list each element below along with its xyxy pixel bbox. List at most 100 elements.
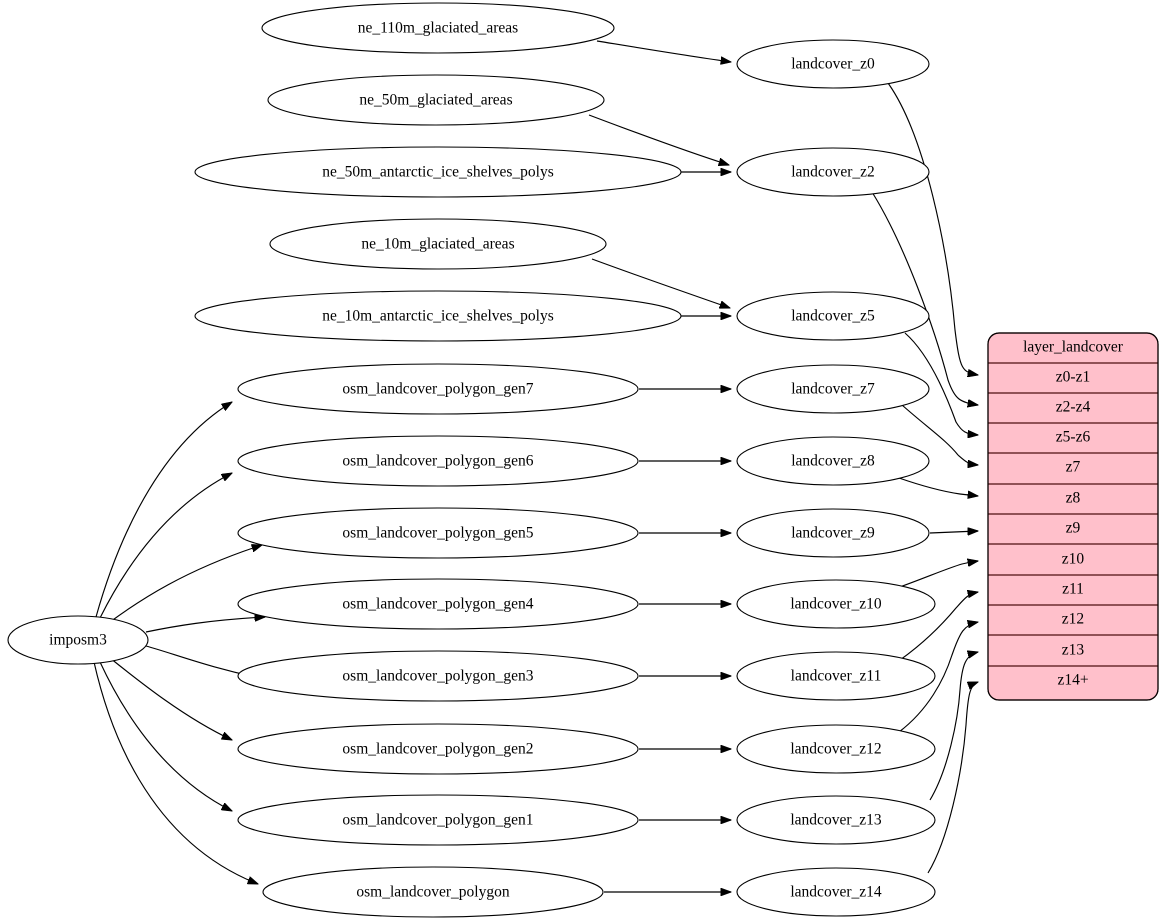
table-row-z13[interactable]: z13 xyxy=(988,642,1158,667)
table-row-label: z12 xyxy=(1062,611,1084,628)
node-ne_110m_glaciated_areas[interactable]: ne_110m_glaciated_areas xyxy=(261,2,615,54)
table-row-z10[interactable]: z10 xyxy=(988,551,1158,576)
edge-z14-row-z14plus xyxy=(927,681,978,874)
edges-landcover-to-table xyxy=(871,82,978,874)
table-row-z12[interactable]: z12 xyxy=(988,611,1158,636)
node-osm_landcover_polygon_gen3[interactable]: osm_landcover_polygon_gen3 xyxy=(237,650,639,702)
table-row-z14plus[interactable]: z14+ xyxy=(1057,672,1088,689)
node-label: osm_landcover_polygon_gen3 xyxy=(342,668,533,685)
node-landcover_z13[interactable]: landcover_z13 xyxy=(736,795,936,845)
node-label: osm_landcover_polygon_gen1 xyxy=(342,812,533,829)
node-label: imposm3 xyxy=(49,632,107,649)
table-row-z9[interactable]: z9 xyxy=(988,520,1158,545)
node-osm_landcover_polygon_gen5[interactable]: osm_landcover_polygon_gen5 xyxy=(237,507,639,559)
node-label: ne_50m_antarctic_ice_shelves_polys xyxy=(322,164,554,181)
edge-imposm3-gen2 xyxy=(109,657,232,740)
node-label: osm_landcover_polygon_gen6 xyxy=(342,453,533,470)
edge-ne110m-z0 xyxy=(596,40,731,62)
table-row-header[interactable]: layer_landcover xyxy=(988,339,1158,364)
node-landcover_z8[interactable]: landcover_z8 xyxy=(736,436,930,486)
edge-z11-row-z11 xyxy=(899,592,978,661)
node-label: ne_10m_glaciated_areas xyxy=(361,236,514,253)
node-label: landcover_z10 xyxy=(790,596,881,613)
table-row-label: z11 xyxy=(1062,581,1084,598)
table-row-z5-z6[interactable]: z5-z6 xyxy=(988,429,1158,454)
table-row-z0-z1[interactable]: z0-z1 xyxy=(988,369,1158,394)
node-osm_landcover_polygon_gen2[interactable]: osm_landcover_polygon_gen2 xyxy=(237,723,639,775)
edge-z10-row-z10 xyxy=(896,561,978,589)
table-row-z11[interactable]: z11 xyxy=(988,581,1158,606)
node-landcover_z11[interactable]: landcover_z11 xyxy=(736,651,936,701)
node-osm_landcover_polygon[interactable]: osm_landcover_polygon xyxy=(262,866,604,918)
table-border xyxy=(987,332,1159,701)
table-row-label: z7 xyxy=(1066,459,1081,476)
node-label: osm_landcover_polygon_gen2 xyxy=(342,741,533,758)
node-label: landcover_z9 xyxy=(791,525,875,542)
node-label: landcover_z8 xyxy=(791,453,875,470)
edge-imposm3-gen7 xyxy=(95,402,232,618)
node-osm_landcover_polygon_gen4[interactable]: osm_landcover_polygon_gen4 xyxy=(237,578,639,630)
node-label: ne_110m_glaciated_areas xyxy=(358,20,518,37)
node-landcover_z10[interactable]: landcover_z10 xyxy=(736,579,936,629)
node-ne_50m_glaciated_areas[interactable]: ne_50m_glaciated_areas xyxy=(267,74,605,126)
node-osm_landcover_polygon_gen6[interactable]: osm_landcover_polygon_gen6 xyxy=(237,435,639,487)
table-row-label: z9 xyxy=(1066,520,1081,537)
edge-z9-row-z9 xyxy=(929,531,978,533)
node-label: landcover_z14 xyxy=(790,884,881,901)
node-label: landcover_z7 xyxy=(791,381,875,398)
node-label: osm_landcover_polygon_gen7 xyxy=(342,381,533,398)
node-landcover_z14[interactable]: landcover_z14 xyxy=(736,867,936,917)
node-landcover_z7[interactable]: landcover_z7 xyxy=(736,364,930,414)
node-landcover_z2[interactable]: landcover_z2 xyxy=(736,147,930,197)
node-label: landcover_z0 xyxy=(791,56,875,73)
edge-imposm3-gen6 xyxy=(99,473,232,619)
layer-landcover-table[interactable]: layer_landcover z0-z1 z2-z4 z5-z6 z7 z8 xyxy=(987,332,1159,701)
table-row-z2-z4[interactable]: z2-z4 xyxy=(988,399,1158,424)
edge-imposm3-gen4 xyxy=(145,617,265,633)
node-label: ne_10m_antarctic_ice_shelves_polys xyxy=(322,308,554,325)
edge-imposm3-polygon xyxy=(93,661,258,884)
edges-source-to-landcover xyxy=(588,40,731,892)
node-landcover_z12[interactable]: landcover_z12 xyxy=(736,724,936,774)
edge-imposm3-gen5 xyxy=(109,545,262,623)
table-row-label: z10 xyxy=(1062,551,1085,568)
node-osm_landcover_polygon_gen1[interactable]: osm_landcover_polygon_gen1 xyxy=(237,794,639,846)
node-landcover_z5[interactable]: landcover_z5 xyxy=(736,291,930,341)
edge-z8-row-z8 xyxy=(898,477,978,496)
edge-z2-row-z2z4 xyxy=(871,191,978,405)
edge-z7-row-z7 xyxy=(901,404,978,465)
node-label: osm_landcover_polygon_gen4 xyxy=(342,596,533,613)
table-row-label: z2-z4 xyxy=(1056,399,1091,416)
node-label: landcover_z5 xyxy=(791,308,875,325)
edge-ne10m-glaciated-z5 xyxy=(591,258,730,308)
node-landcover_z9[interactable]: landcover_z9 xyxy=(736,508,930,558)
edge-imposm3-gen1 xyxy=(99,661,232,811)
node-osm_landcover_polygon_gen7[interactable]: osm_landcover_polygon_gen7 xyxy=(237,363,639,415)
table-row-label: z8 xyxy=(1066,490,1081,507)
edge-z0-row-z0z1 xyxy=(887,82,978,375)
node-label: ne_50m_glaciated_areas xyxy=(359,92,512,109)
table-row-z8[interactable]: z8 xyxy=(988,490,1158,515)
node-landcover_z0[interactable]: landcover_z0 xyxy=(736,39,930,89)
node-ne_10m_antarctic_ice_shelves_polys[interactable]: ne_10m_antarctic_ice_shelves_polys xyxy=(194,290,682,342)
node-label: landcover_z11 xyxy=(791,668,882,685)
node-ne_10m_glaciated_areas[interactable]: ne_10m_glaciated_areas xyxy=(269,218,607,270)
table-row-label: z5-z6 xyxy=(1056,429,1091,446)
node-label: landcover_z12 xyxy=(790,741,881,758)
node-label: osm_landcover_polygon xyxy=(356,884,510,901)
node-ne_50m_antarctic_ice_shelves_polys[interactable]: ne_50m_antarctic_ice_shelves_polys xyxy=(194,146,682,198)
table-row-label: z13 xyxy=(1062,642,1085,659)
edge-z13-row-z13 xyxy=(929,652,978,801)
edge-z5-row-z5z6 xyxy=(904,332,978,435)
edge-z12-row-z12 xyxy=(898,622,978,733)
node-label: landcover_z2 xyxy=(791,164,875,181)
node-label: landcover_z13 xyxy=(790,812,881,829)
edges-imposm3-to-osm xyxy=(93,402,265,884)
node-label: osm_landcover_polygon_gen5 xyxy=(342,525,533,542)
node-imposm3[interactable]: imposm3 xyxy=(7,615,149,665)
table-row-z7[interactable]: z7 xyxy=(988,459,1158,485)
table-row-label: z14+ xyxy=(1057,672,1088,689)
table-row-label: z0-z1 xyxy=(1056,369,1090,386)
